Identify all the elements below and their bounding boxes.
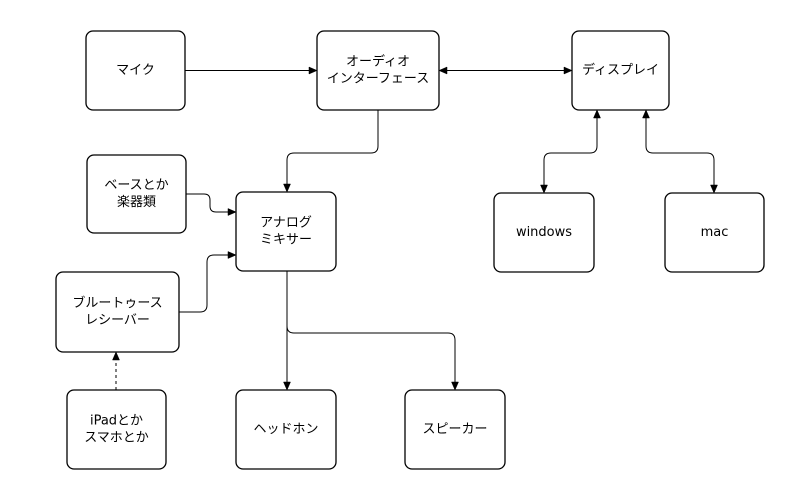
node-bluetooth-box [55, 271, 180, 353]
node-ipad-box [66, 389, 167, 470]
node-headphones-box [235, 389, 337, 470]
node-audio-interface-label-2: インターフェース [327, 72, 430, 87]
node-ipad-label-2: スマホとか [84, 431, 149, 446]
edge-audio-interface-to-mixer [283, 110, 379, 193]
node-display: ディスプレイ [571, 30, 670, 111]
node-audio-interface-box [316, 30, 440, 111]
node-mac-label-1: mac [701, 225, 729, 240]
node-mic: マイク [85, 30, 186, 111]
node-ipad-label-1: iPadとか [90, 414, 143, 429]
node-windows-label-1: windows [516, 225, 572, 240]
node-mic-box [85, 30, 186, 111]
edge-bluetooth-to-mixer [179, 251, 237, 313]
node-speaker-label-1: スピーカー [422, 422, 487, 437]
node-headphones: ヘッドホン [235, 389, 337, 470]
node-bluetooth-label-1: ブルートゥース [72, 295, 162, 311]
node-windows: windows [493, 192, 595, 273]
node-bass-label-2: 楽器類 [117, 194, 156, 210]
edge-bass-to-mixer [186, 193, 237, 216]
node-mixer-box [235, 191, 337, 272]
node-windows-box [493, 192, 595, 273]
node-audio-interface-label-1: オーディオ [346, 54, 410, 70]
edge-mixer-to-speaker [286, 271, 459, 391]
node-mic-label-1: マイク [116, 63, 155, 78]
node-speaker-box [404, 389, 506, 470]
node-headphones-label-1: ヘッドホン [253, 422, 318, 437]
node-display-label-1: ディスプレイ [582, 62, 659, 78]
node-mixer-label-1: アナログ [260, 216, 312, 231]
edge-display-to-mac [642, 109, 718, 194]
node-mac: mac [664, 192, 765, 273]
node-bass-label-1: ベースとか [104, 178, 168, 193]
node-mixer-label-2: ミキサー [260, 233, 312, 248]
node-display-box [571, 30, 670, 111]
node-bluetooth-label-2: レシーバー [85, 313, 150, 328]
node-speaker: スピーカー [404, 389, 506, 470]
edge-display-to-windows [540, 109, 601, 194]
node-mac-box [664, 192, 765, 273]
node-bass-box [86, 154, 187, 234]
